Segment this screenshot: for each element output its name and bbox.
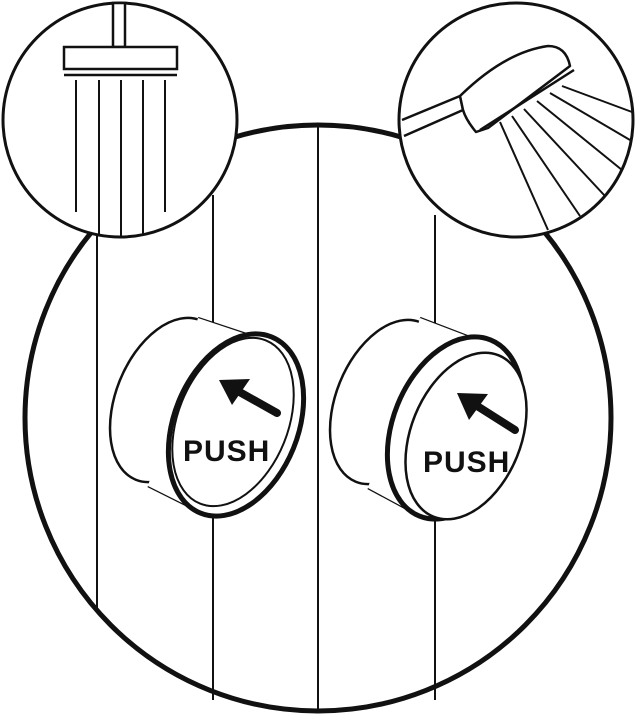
arrow-up-left-icon <box>457 393 519 434</box>
diverter-plate <box>22 122 614 714</box>
handheld-shower-icon <box>397 1 635 239</box>
right-push-button[interactable]: PUSH <box>308 303 550 540</box>
left-push-button[interactable]: PUSH <box>88 301 330 537</box>
rain-shower-head-icon <box>1 1 239 239</box>
push-label: PUSH <box>183 435 270 468</box>
push-label: PUSH <box>423 446 510 479</box>
arrow-up-left-icon <box>219 379 281 417</box>
